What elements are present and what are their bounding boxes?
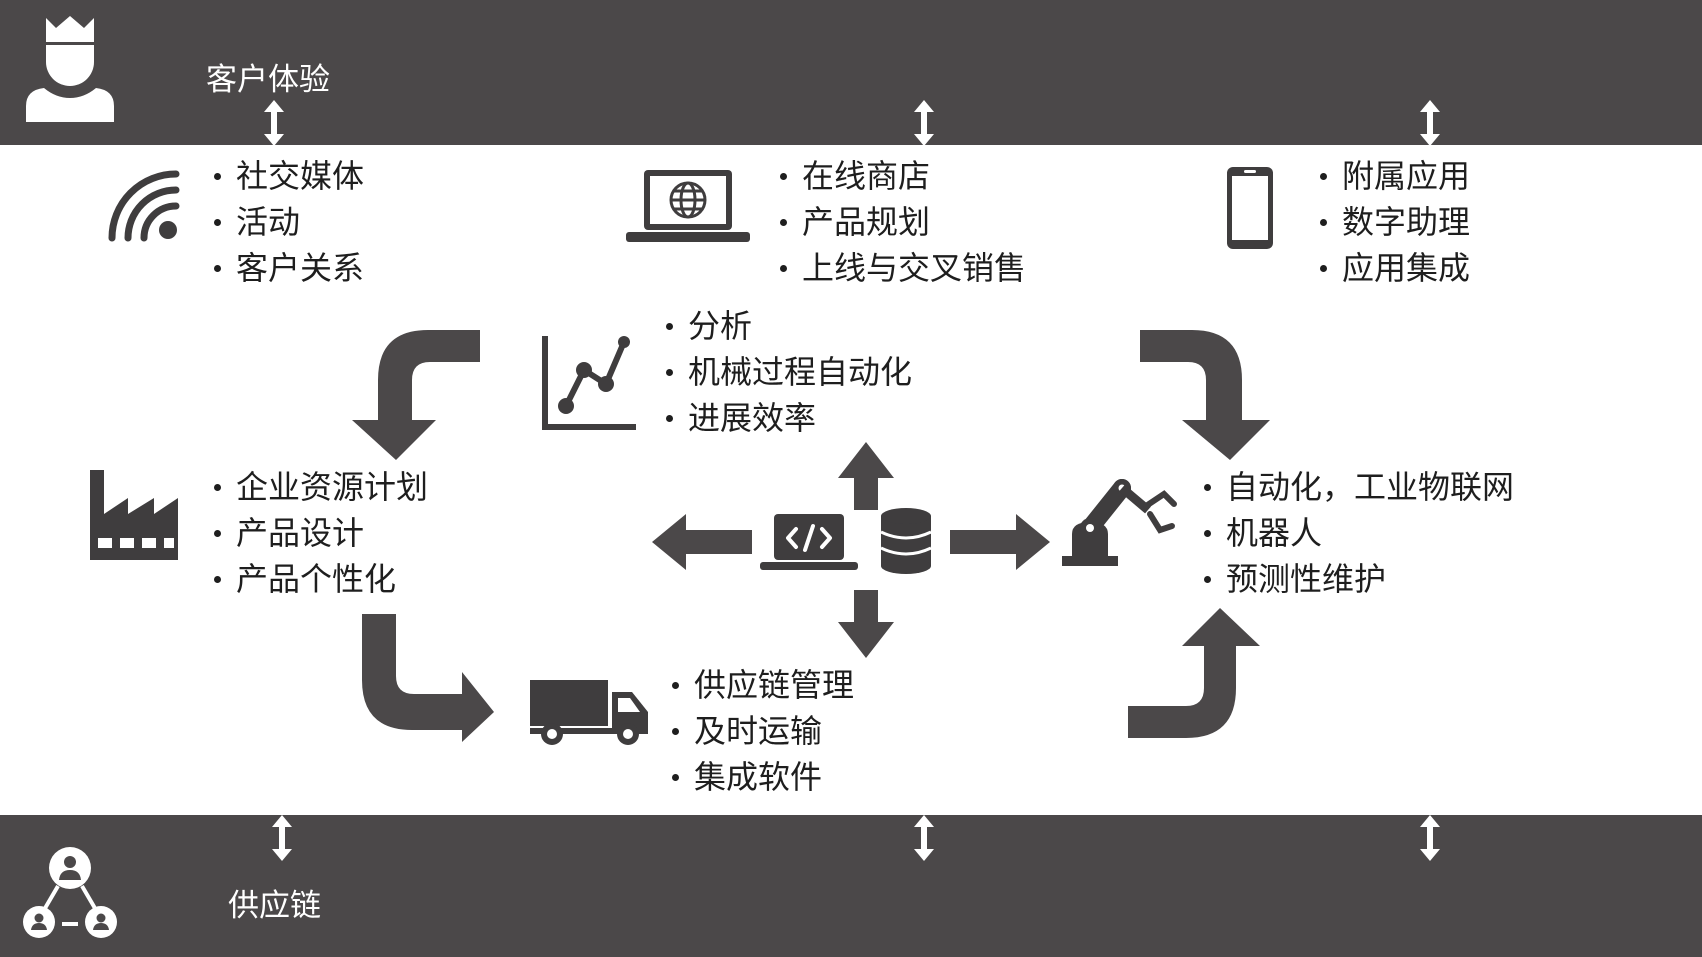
list-item: 机械过程自动化 [664,349,912,395]
list-item: 机器人 [1202,510,1514,556]
user-network-icon [22,846,118,938]
double-arrow-icon [1420,100,1440,146]
list-item: 产品规划 [778,199,1026,245]
double-arrow-icon [914,100,934,146]
list-item: 企业资源计划 [212,464,428,510]
curved-arrow-right [362,614,494,742]
arrow-down [838,590,894,658]
supply-chain-title: 供应链 [228,888,321,924]
list-item: 产品设计 [212,510,428,556]
mobile-list: 附属应用 数字助理 应用集成 [1318,153,1470,291]
double-arrow-icon [914,815,934,861]
list-item: 供应链管理 [670,662,854,708]
list-item: 在线商店 [778,153,1026,199]
code-laptop-icon [760,514,858,570]
double-arrow-icon [264,100,284,146]
list-item: 社交媒体 [212,153,364,199]
curved-arrow-down-right [1140,330,1270,460]
wifi-signal-icon [108,170,180,242]
list-item: 及时运输 [670,708,854,754]
list-item: 预测性维护 [1202,556,1514,602]
double-arrow-icon [272,815,292,861]
list-item: 附属应用 [1318,153,1470,199]
list-item: 活动 [212,199,364,245]
smartphone-icon [1226,166,1274,250]
list-item: 进展效率 [664,395,912,441]
customer-experience-band [0,0,1702,145]
arrow-up [838,442,894,510]
arrow-right [950,514,1050,570]
list-item: 数字助理 [1318,199,1470,245]
erp-list: 企业资源计划 产品设计 产品个性化 [212,464,428,602]
online-list: 在线商店 产品规划 上线与交叉销售 [778,153,1026,291]
factory-icon [88,470,180,562]
list-item: 应用集成 [1318,245,1470,291]
list-item: 分析 [664,303,912,349]
analytics-list: 分析 机械过程自动化 进展效率 [664,303,912,441]
truck-icon [528,678,650,746]
curved-arrow-up [1128,608,1260,738]
line-chart-icon [542,336,636,430]
robot-arm-icon [1060,476,1180,568]
double-arrow-icon [1420,815,1440,861]
automation-list: 自动化，工业物联网 机器人 预测性维护 [1202,464,1514,602]
database-icon [880,508,932,574]
list-item: 自动化，工业物联网 [1202,464,1514,510]
logistics-list: 供应链管理 及时运输 集成软件 [670,662,854,800]
social-list: 社交媒体 活动 客户关系 [212,153,364,291]
curved-arrow-down-left [352,330,480,460]
list-item: 客户关系 [212,245,364,291]
laptop-globe-icon [626,168,750,246]
list-item: 集成软件 [670,754,854,800]
crowned-person-icon [26,16,114,124]
arrow-left [652,514,752,570]
list-item: 上线与交叉销售 [778,245,1026,291]
customer-experience-title: 客户体验 [206,62,330,98]
list-item: 产品个性化 [212,556,428,602]
